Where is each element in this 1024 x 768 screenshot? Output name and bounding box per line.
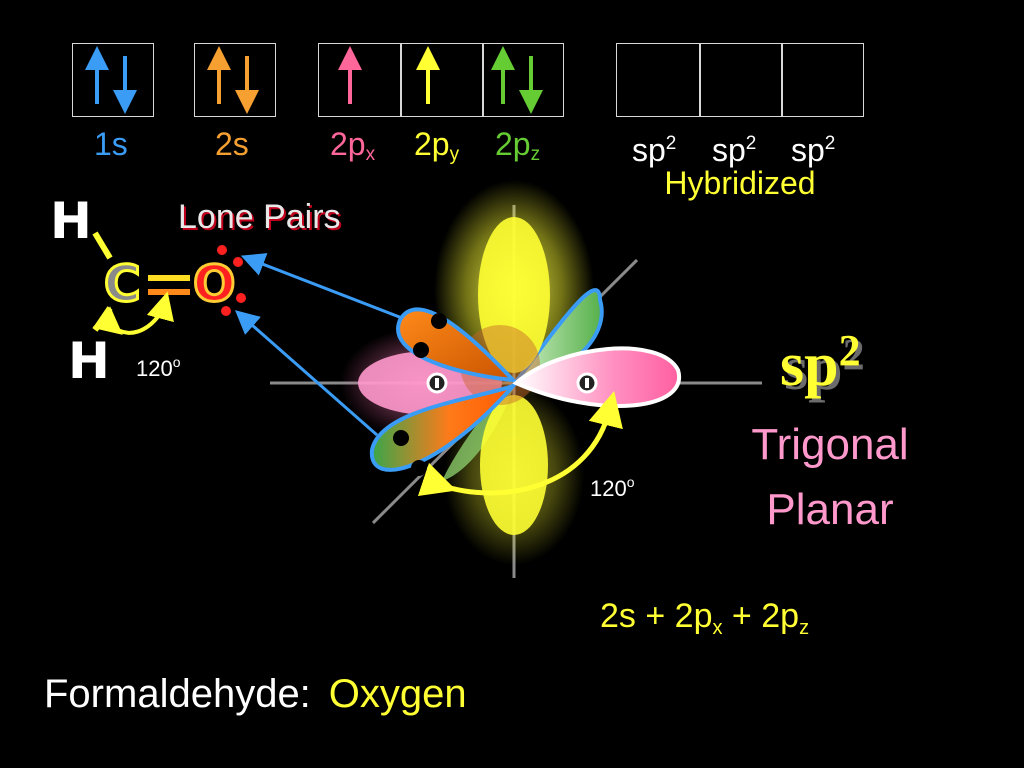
box-divider bbox=[400, 44, 402, 116]
lone-pair-dot bbox=[221, 306, 231, 316]
box-hybrid-group bbox=[616, 43, 864, 117]
orbital-label-2px: 2px bbox=[330, 126, 376, 165]
box-1s bbox=[72, 43, 154, 117]
geometry-label-line1: Trigonal bbox=[751, 420, 909, 469]
atom-h-bottom: H bbox=[68, 332, 110, 390]
box-2s bbox=[194, 43, 276, 117]
atom-c: C bbox=[103, 254, 143, 315]
box-divider bbox=[781, 44, 783, 116]
caption-label: Formaldehyde: bbox=[44, 672, 311, 716]
caption-value: Oxygen bbox=[328, 672, 467, 716]
angle-label-left: 120o bbox=[136, 354, 181, 381]
electron-mark bbox=[585, 378, 589, 388]
electron-dot bbox=[411, 460, 427, 476]
electron-dot bbox=[413, 342, 429, 358]
angle-arc-right bbox=[417, 391, 623, 497]
hybrid-label: sp2 bbox=[632, 132, 677, 168]
angle-label-right: 120o bbox=[590, 474, 635, 501]
atom-o: O bbox=[192, 254, 237, 315]
lone-pair-dot bbox=[233, 257, 243, 267]
lone-pair-dot bbox=[217, 245, 227, 255]
hybridized-label: Hybridized bbox=[664, 165, 816, 201]
angle-arc-left bbox=[92, 291, 174, 335]
py-bottom-lobe bbox=[480, 395, 548, 535]
box-divider bbox=[699, 44, 701, 116]
lone-pair-dot bbox=[236, 293, 246, 303]
hybridization-equation: 2s + 2px + 2pz bbox=[600, 597, 810, 639]
lone-pairs-label: Lone Pairs bbox=[178, 198, 341, 236]
py-top-lobe bbox=[478, 217, 550, 373]
electron-dot bbox=[431, 313, 447, 329]
orbital-label-2pz: 2pz bbox=[495, 126, 541, 165]
lone-pair-pointer-arrow bbox=[240, 253, 403, 320]
box-2p-group bbox=[318, 43, 564, 117]
bond-h-c-top bbox=[92, 231, 113, 260]
sp2-lobe-upper-left bbox=[396, 307, 519, 383]
hybrid-label: sp2 bbox=[712, 132, 757, 168]
box-divider bbox=[482, 44, 484, 116]
lone-pair-pointer-arrow bbox=[234, 310, 378, 437]
caption: Formaldehyde: Oxygen bbox=[44, 672, 467, 717]
atom-h-top: H bbox=[50, 192, 92, 250]
geometry-label-line2: Planar bbox=[766, 485, 894, 534]
orbital-label-2py: 2py bbox=[414, 126, 460, 165]
hybrid-label: sp2 bbox=[791, 132, 836, 168]
sp2-title: sp2 bbox=[780, 326, 861, 399]
electron-mark bbox=[435, 378, 439, 388]
electron-dot bbox=[393, 430, 409, 446]
orbital-label-2s: 2s bbox=[215, 126, 249, 162]
orbital-label-1s: 1s bbox=[94, 126, 128, 162]
